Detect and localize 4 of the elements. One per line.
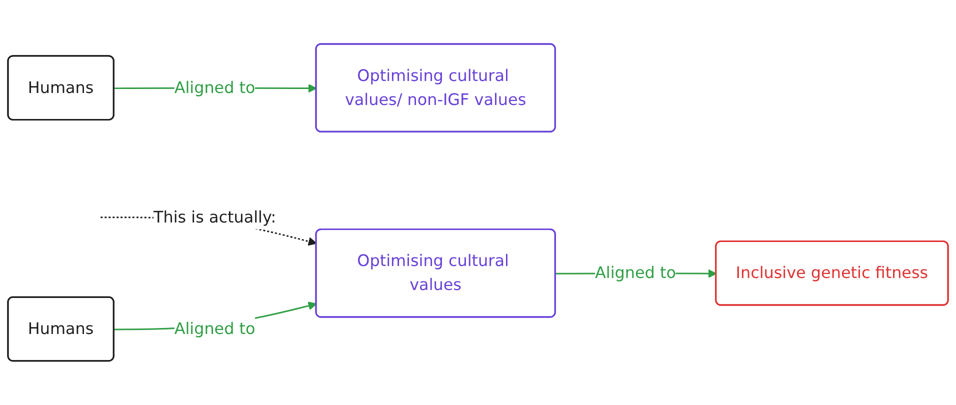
edge-label: Aligned to — [174, 319, 256, 338]
edge-label: Aligned to — [594, 263, 676, 282]
edge-label: This is actually: — [154, 207, 276, 226]
edge-label: Aligned to — [174, 78, 256, 97]
